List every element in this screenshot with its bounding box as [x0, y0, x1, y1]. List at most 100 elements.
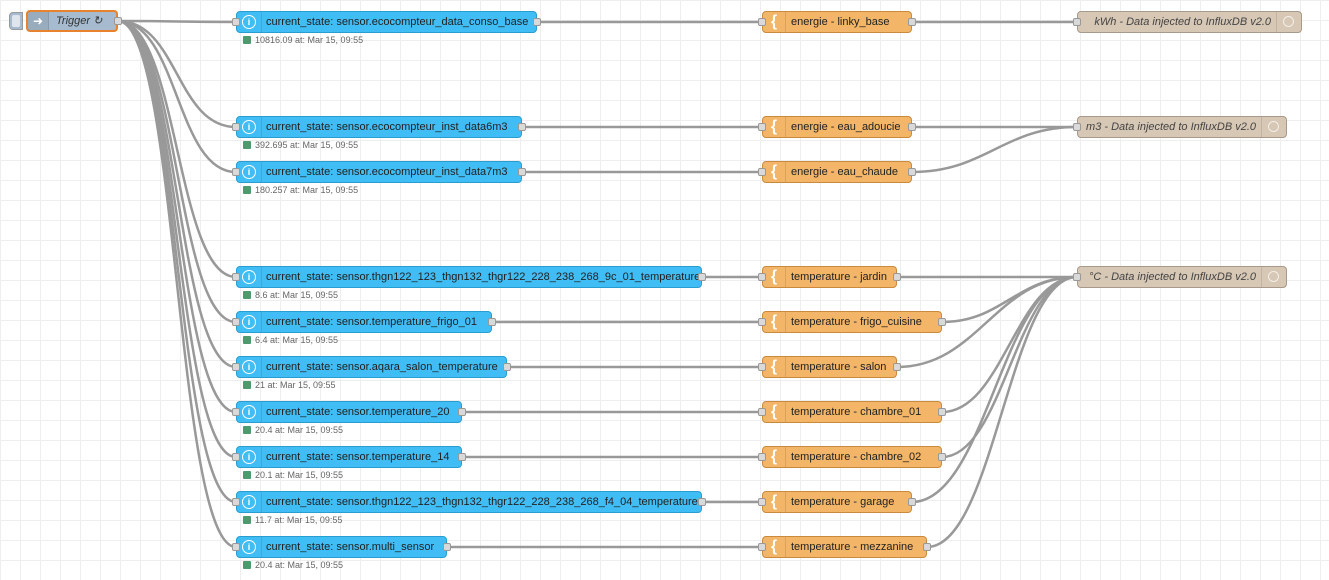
output-port[interactable] [938, 408, 946, 416]
state-node-linky[interactable]: i current_state: sensor.ecocompteur_data… [232, 11, 541, 33]
function-node-chambre-01[interactable]: { temperature - chambre_01 [758, 401, 946, 423]
input-port[interactable] [232, 123, 240, 131]
input-port[interactable] [232, 363, 240, 371]
input-port[interactable] [758, 453, 766, 461]
output-port[interactable] [458, 408, 466, 416]
influx-node-celsius[interactable]: °C - Data injected to InfluxDB v2.0 [1073, 266, 1287, 288]
wire-inject-to-state[interactable] [117, 19, 237, 129]
output-port[interactable] [518, 123, 526, 131]
function-node-eau-adoucie[interactable]: { energie - eau_adoucie [758, 116, 916, 138]
output-port[interactable] [488, 318, 496, 326]
status-text: 20.4 at: Mar 15, 09:55 [255, 560, 344, 570]
influx-node-kwh[interactable]: kWh - Data injected to InfluxDB v2.0 [1073, 11, 1302, 33]
input-port[interactable] [758, 363, 766, 371]
state-node-chambre-02[interactable]: i current_state: sensor.temperature_14 [232, 446, 466, 468]
wire-function-to-influx[interactable] [911, 275, 1078, 504]
state-node-mezzanine[interactable]: i current_state: sensor.multi_sensor [232, 536, 451, 558]
inject-output-port[interactable] [114, 17, 122, 25]
output-port[interactable] [443, 543, 451, 551]
state-node-eau-chaude[interactable]: i current_state: sensor.ecocompteur_inst… [232, 161, 526, 183]
function-node-label: temperature - mezzanine [791, 541, 914, 553]
input-port[interactable] [758, 408, 766, 416]
info-icon: i [242, 15, 256, 29]
wire-function-to-influx[interactable] [911, 125, 1078, 174]
state-node-frigo[interactable]: i current_state: sensor.temperature_frig… [232, 311, 496, 333]
input-port[interactable] [1073, 123, 1081, 131]
input-port[interactable] [758, 18, 766, 26]
input-port[interactable] [758, 273, 766, 281]
input-port[interactable] [758, 168, 766, 176]
info-icon: i [242, 495, 256, 509]
input-port[interactable] [758, 498, 766, 506]
output-port[interactable] [938, 453, 946, 461]
info-icon: i [242, 360, 256, 374]
output-port[interactable] [503, 363, 511, 371]
output-port[interactable] [893, 273, 901, 281]
function-node-garage[interactable]: { temperature - garage [758, 491, 916, 513]
state-node-jardin[interactable]: i current_state: sensor.thgn122_123_thgn… [232, 266, 706, 288]
function-node-label: temperature - garage [791, 496, 895, 508]
output-port[interactable] [908, 123, 916, 131]
output-port[interactable] [923, 543, 931, 551]
status-dot-icon [243, 141, 251, 149]
output-port[interactable] [518, 168, 526, 176]
output-port[interactable] [908, 18, 916, 26]
state-node-salon[interactable]: i current_state: sensor.aqara_salon_temp… [232, 356, 511, 378]
output-port[interactable] [908, 498, 916, 506]
function-node-label: energie - eau_chaude [791, 166, 899, 178]
state-node-eau-adoucie[interactable]: i current_state: sensor.ecocompteur_inst… [232, 116, 526, 138]
function-node-salon[interactable]: { temperature - salon [758, 356, 901, 378]
wire-inject-to-state[interactable] [117, 19, 237, 174]
input-port[interactable] [232, 408, 240, 416]
inject-arrow-icon: ➜ [28, 12, 49, 30]
input-port[interactable] [758, 123, 766, 131]
wire-inject-to-state[interactable] [117, 19, 237, 24]
info-icon: i [242, 450, 256, 464]
output-port[interactable] [533, 18, 541, 26]
inject-trigger-button[interactable] [9, 12, 23, 30]
output-port[interactable] [698, 498, 706, 506]
input-port[interactable] [232, 543, 240, 551]
state-node-garage[interactable]: i current_state: sensor.thgn122_123_thgn… [232, 491, 706, 513]
input-port[interactable] [232, 273, 240, 281]
input-port[interactable] [232, 498, 240, 506]
input-port[interactable] [232, 168, 240, 176]
input-port[interactable] [232, 18, 240, 26]
function-node-frigo-cuisine[interactable]: { temperature - frigo_cuisine [758, 311, 946, 333]
influx-node-m3[interactable]: m3 - Data injected to InfluxDB v2.0 [1073, 116, 1287, 138]
status-dot-icon [243, 186, 251, 194]
info-icon: i [242, 120, 256, 134]
input-port[interactable] [1073, 273, 1081, 281]
state-node-chambre-01[interactable]: i current_state: sensor.temperature_20 [232, 401, 466, 423]
influx-node-label: °C - Data injected to InfluxDB v2.0 [1088, 271, 1256, 283]
state-node-label: current_state: sensor.ecocompteur_data_c… [266, 16, 529, 28]
function-node-eau-chaude[interactable]: { energie - eau_chaude [758, 161, 916, 183]
input-port[interactable] [1073, 18, 1081, 26]
status-dot-icon [243, 561, 251, 569]
function-node-mezzanine[interactable]: { temperature - mezzanine [758, 536, 931, 558]
output-port[interactable] [893, 363, 901, 371]
info-icon: i [242, 315, 256, 329]
output-port[interactable] [908, 168, 916, 176]
info-icon: i [242, 270, 256, 284]
wire-function-to-influx[interactable] [926, 275, 1078, 549]
output-port[interactable] [938, 318, 946, 326]
wire-function-to-influx[interactable] [896, 275, 1078, 369]
node-status: 8.6 at: Mar 15, 09:55 [243, 290, 338, 300]
wire-inject-to-state[interactable] [117, 19, 237, 459]
function-node-jardin[interactable]: { temperature - jardin [758, 266, 901, 288]
input-port[interactable] [758, 318, 766, 326]
function-node-chambre-02[interactable]: { temperature - chambre_02 [758, 446, 946, 468]
status-text: 20.1 at: Mar 15, 09:55 [255, 470, 344, 480]
input-port[interactable] [232, 318, 240, 326]
output-port[interactable] [458, 453, 466, 461]
inject-node-trigger[interactable]: ➜ Trigger ↻ [26, 10, 122, 32]
wire-inject-to-state[interactable] [117, 19, 237, 549]
function-node-linky-base[interactable]: { energie - linky_base [758, 11, 916, 33]
output-port[interactable] [698, 273, 706, 281]
node-status: 392.695 at: Mar 15, 09:55 [243, 140, 358, 150]
input-port[interactable] [758, 543, 766, 551]
info-icon: i [242, 405, 256, 419]
input-port[interactable] [232, 453, 240, 461]
